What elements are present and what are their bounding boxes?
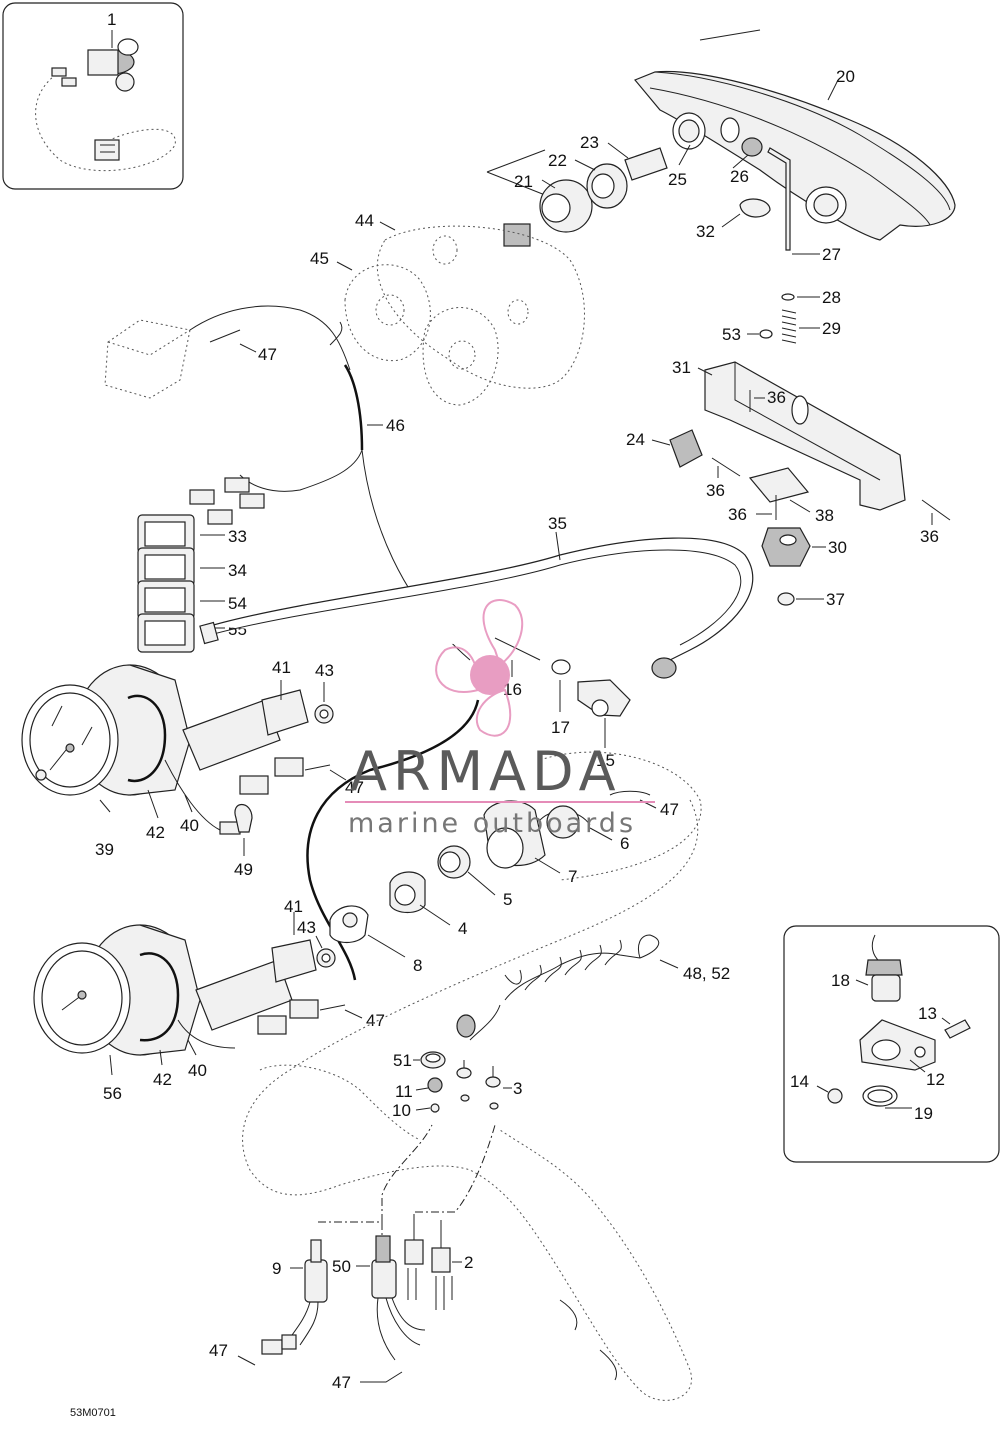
label-49: 49 xyxy=(234,860,253,879)
label-48-52: 48, 52 xyxy=(683,964,730,983)
label-13: 13 xyxy=(918,1004,937,1023)
label-36c: 36 xyxy=(728,505,747,524)
label-21: 21 xyxy=(514,172,533,191)
label-14: 14 xyxy=(790,1072,809,1091)
label-42a: 42 xyxy=(146,823,165,842)
label-25: 25 xyxy=(668,170,687,189)
label-32: 32 xyxy=(696,222,715,241)
label-37: 37 xyxy=(826,590,845,609)
hull-outline xyxy=(242,799,699,1401)
label-22: 22 xyxy=(548,151,567,170)
label-16: 16 xyxy=(503,680,522,699)
label-28: 28 xyxy=(822,288,841,307)
label-56: 56 xyxy=(103,1084,122,1103)
inset-key-switch: 1 xyxy=(2,2,184,190)
switch-hardware: 51 11 10 3 xyxy=(392,1051,522,1120)
label-2: 2 xyxy=(464,1253,473,1272)
label-47f: 47 xyxy=(332,1373,351,1392)
label-46: 46 xyxy=(386,416,405,435)
label-47a: 47 xyxy=(258,345,277,364)
watermark-brand: ARMADA xyxy=(350,740,622,803)
label-20: 20 xyxy=(836,67,855,86)
light-parts: 21 22 23 25 26 xyxy=(486,133,749,247)
switch-stack: 33 34 54 55 xyxy=(137,514,247,653)
label-3: 3 xyxy=(513,1079,522,1098)
label-8: 8 xyxy=(413,956,422,975)
label-40a: 40 xyxy=(180,816,199,835)
label-36a: 36 xyxy=(767,388,786,407)
label-38: 38 xyxy=(815,506,834,525)
label-43a: 43 xyxy=(315,661,334,680)
lanyard-48-52: 48, 52 xyxy=(456,934,730,1041)
label-39: 39 xyxy=(95,840,114,859)
label-19: 19 xyxy=(914,1104,933,1123)
rod-assembly: 27 28 29 32 xyxy=(696,147,841,344)
label-5: 5 xyxy=(503,890,512,909)
label-47d: 47 xyxy=(660,800,679,819)
label-40b: 40 xyxy=(188,1061,207,1080)
label-42b: 42 xyxy=(153,1070,172,1089)
label-29: 29 xyxy=(822,319,841,338)
gauge-39: 41 43 39 42 40 47 49 xyxy=(21,658,364,879)
label-53: 53 xyxy=(722,325,741,344)
label-24: 24 xyxy=(626,430,645,449)
label-9: 9 xyxy=(272,1259,281,1278)
label-7: 7 xyxy=(568,867,577,886)
label-31: 31 xyxy=(672,358,691,377)
label-51: 51 xyxy=(393,1051,412,1070)
label-34: 34 xyxy=(228,561,247,580)
label-18: 18 xyxy=(831,971,850,990)
label-47e: 47 xyxy=(209,1341,228,1360)
label-41b: 41 xyxy=(284,897,303,916)
label-36d: 36 xyxy=(920,527,939,546)
ignition-parts: 7 5 4 8 6 47 xyxy=(329,751,702,975)
label-47c: 47 xyxy=(366,1011,385,1030)
drawing-code: 53M0701 xyxy=(70,1407,116,1419)
connector-1 xyxy=(94,139,120,161)
label-23: 23 xyxy=(580,133,599,152)
armada-watermark: ARMADA marine outboards xyxy=(345,599,655,839)
label-15: 15 xyxy=(596,751,615,770)
label-10: 10 xyxy=(392,1101,411,1120)
label-41a: 41 xyxy=(272,658,291,677)
label-4: 4 xyxy=(458,919,467,938)
bracket-31: 31 53 36 xyxy=(672,325,906,511)
label-35: 35 xyxy=(548,514,567,533)
speedo-cable-35: 35 xyxy=(199,514,754,679)
label-45: 45 xyxy=(310,249,329,268)
dash-panel-20: 20 xyxy=(634,29,956,241)
switch-assemblies: 9 50 2 47 47 xyxy=(209,1214,473,1392)
label-43b: 43 xyxy=(297,918,316,937)
label-1: 1 xyxy=(107,10,116,29)
label-17: 17 xyxy=(551,718,570,737)
label-27: 27 xyxy=(822,245,841,264)
watermark-tagline: marine outboards xyxy=(348,808,636,839)
label-47b: 47 xyxy=(345,778,364,797)
fitting-parts: 15 17 16 xyxy=(494,637,631,770)
decals: 44 45 xyxy=(310,211,585,406)
label-54: 54 xyxy=(228,594,247,613)
label-30: 30 xyxy=(828,538,847,557)
label-33: 33 xyxy=(228,527,247,546)
label-11: 11 xyxy=(395,1082,413,1101)
label-12: 12 xyxy=(926,1070,945,1089)
label-6: 6 xyxy=(620,834,629,853)
mount-hardware: 24 36 38 36 30 37 36 xyxy=(626,429,951,609)
gauge-56: 41 43 56 42 40 47 xyxy=(33,897,385,1103)
label-26: 26 xyxy=(730,167,749,186)
propeller-logo-icon xyxy=(435,599,524,737)
wiring-harness: 47 46 xyxy=(104,305,471,661)
inset-buzzer: 18 12 13 14 19 xyxy=(783,925,1000,1163)
label-44: 44 xyxy=(355,211,374,230)
label-50: 50 xyxy=(332,1257,351,1276)
label-36b: 36 xyxy=(706,481,725,500)
